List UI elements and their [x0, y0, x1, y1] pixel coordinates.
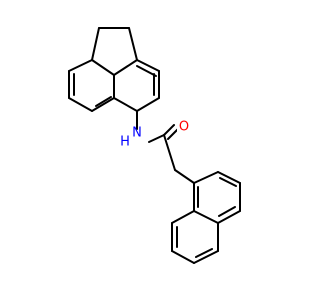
nitrogen-label: N	[132, 126, 142, 141]
bond-naph-right-ring-double-1	[219, 177, 237, 187]
bond-five-ring-base	[91, 59, 115, 76]
bond-right-ring-3	[136, 97, 160, 112]
bond-lines	[68, 27, 241, 264]
bond-left-ring-1	[68, 59, 93, 72]
oxygen-label-background	[177, 118, 190, 136]
bond-left-ring-3	[68, 97, 93, 112]
bond-naph-right-ring-2	[217, 171, 241, 184]
nitrogen-label-background	[119, 133, 139, 151]
bond-naph-right-ring-5	[193, 210, 219, 224]
bond-carbonyl-to-oxygen	[163, 124, 175, 136]
bond-left-ring-double-2	[95, 96, 112, 107]
bond-five-ring-right	[128, 27, 138, 61]
atom-labels: H N O	[119, 118, 190, 151]
nitrogen-hydrogen-label: H	[120, 135, 130, 150]
bond-right-ring-1	[136, 59, 160, 72]
bond-naph-left-ring-double-2	[195, 248, 213, 258]
bond-five-ring-base-2	[113, 59, 138, 76]
bond-carbonyl-to-oxygen-double	[167, 128, 179, 140]
bond-methylene-to-naphthalene	[174, 169, 195, 184]
bond-five-ring-left	[91, 27, 100, 61]
bond-naph-right-ring-double-2	[218, 206, 236, 217]
bond-naph-right-ring-4	[217, 210, 241, 224]
bond-carbonyl-to-methylene	[163, 134, 176, 171]
bond-right-ring-double-2	[136, 65, 157, 77]
bond-nitrogen-to-carbonyl	[148, 134, 165, 143]
bond-naph-left-ring-4	[193, 250, 219, 264]
molecule-structure-diagram: H N O	[68, 27, 241, 264]
bond-left-ring-4	[91, 97, 115, 112]
bond-naph-left-ring-3	[171, 250, 195, 264]
bond-right-ring-4	[113, 97, 138, 112]
oxygen-label: O	[179, 120, 189, 135]
bond-naph-right-ring-1	[193, 171, 219, 184]
bond-naph-left-ring-1	[171, 210, 195, 224]
